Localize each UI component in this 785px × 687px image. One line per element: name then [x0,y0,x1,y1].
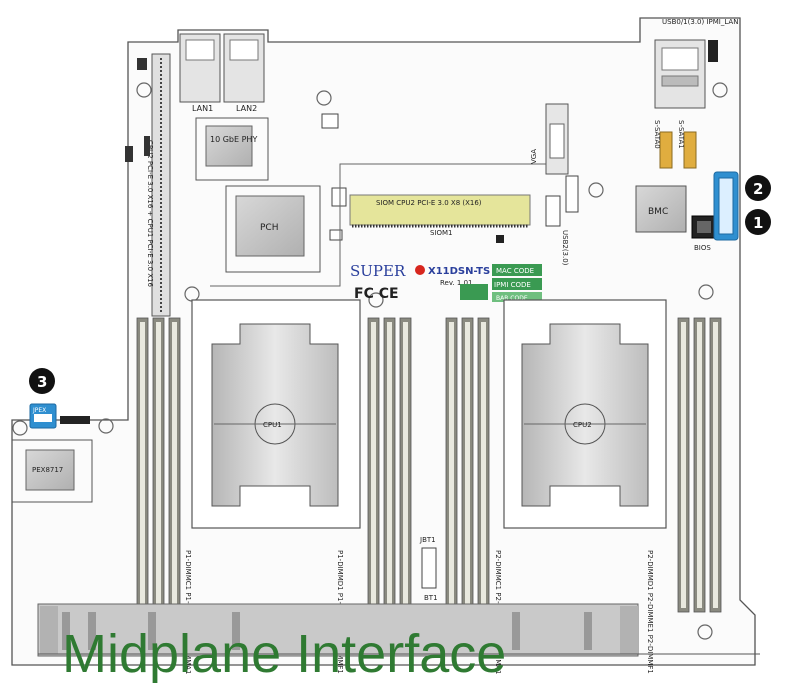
cpu2-label: CPU2 [573,421,592,429]
rev-label: Rev. 1.01 [440,279,473,287]
callout-3: 3 [29,368,55,394]
riser-label: CPU2 PCI-E 3.0 X16 + CPU1 PCI-E 3.0 X16 [146,140,154,287]
usb2-header: USB2(3.0) [545,175,579,266]
usb-ipmi-port: USB0/1(3.0) IPMI_LAN [654,18,738,109]
svg-text:3: 3 [37,373,47,391]
bios-label: BIOS [694,244,711,252]
vga-connector: VGA [530,103,569,175]
jumpers-mid [210,113,560,287]
brand-super: SUPER [350,262,406,280]
svg-text:2: 2 [753,180,763,198]
jpex-label: JPEX [32,407,46,414]
sata0-label: S-SATA0 [653,120,661,149]
model-label: X11DSN-TS [428,266,490,277]
phy-label: 10 GbE PHY [210,135,257,144]
lan2-label: LAN2 [236,104,257,113]
highlight-header-right [713,171,739,241]
mounting-holes [12,82,728,640]
cpu1-label: CPU1 [263,421,282,429]
bios-chip: BIOS [691,215,717,252]
siom-slot-label: SIOM CPU2 PCI-E 3.0 X8 (X16) [376,199,482,207]
sata-connectors: S-SATA0 S-SATA1 [653,120,697,169]
callout-2: 2 [745,175,771,201]
fcc-label: FC CE [354,286,399,302]
page-title: Midplane Interface [62,624,506,684]
midplane-connector [37,603,760,657]
code-labels: MAC CODE IPMI CODE BAR CODE [460,264,542,302]
callout-1: 1 [745,209,771,235]
dimm-inner [140,322,718,608]
mac-code: MAC CODE [496,267,534,275]
bmc-label: BMC [648,207,668,217]
svg-text:1: 1 [753,214,763,232]
headers-left [125,58,150,162]
pex-label: PEX8717 [32,466,63,474]
bt1-label: BT1 [424,594,438,602]
dimm-label-cpu2-right: P2-DIMMD1 P2-DIMME1 P2-DIMMF1 [646,550,654,674]
cpu2-socket: CPU2 [503,299,667,529]
usb2-label: USB2(3.0) [561,230,569,266]
ipmi-code: IPMI CODE [494,281,531,289]
pch-label: PCH [260,223,278,233]
riser-slot: CPU2 PCI-E 3.0 X16 + CPU1 PCI-E 3.0 X16 [146,53,171,317]
jbt1-label: JBT1 [419,536,436,544]
jpex-header: JPEX [29,403,90,429]
branding: SUPER X11DSN-TS Rev. 1.01 FC CE [350,262,490,302]
vga-label: VGA [530,149,538,164]
pex-chip: PEX8717 [11,439,93,503]
usb-ipmi-label: USB0/1(3.0) IPMI_LAN [662,18,738,26]
sata1-label: S-SATA1 [677,120,685,149]
siom-label: SIOM1 [430,229,453,237]
lan-ports: LAN1 LAN2 [179,33,265,113]
cpu1-socket: CPU1 [191,299,361,529]
phy-chip: 10 GbE PHY [195,117,269,181]
siom-slot: SIOM CPU2 PCI-E 3.0 X8 (X16) SIOM1 [349,194,531,243]
pch-chip: PCH [225,185,321,273]
bmc-chip: BMC [635,185,687,233]
battery: JBT1 BT1 [419,536,438,602]
brand-dot [415,265,425,275]
bar-code: BAR CODE [496,295,528,302]
lan1-label: LAN1 [192,104,213,113]
